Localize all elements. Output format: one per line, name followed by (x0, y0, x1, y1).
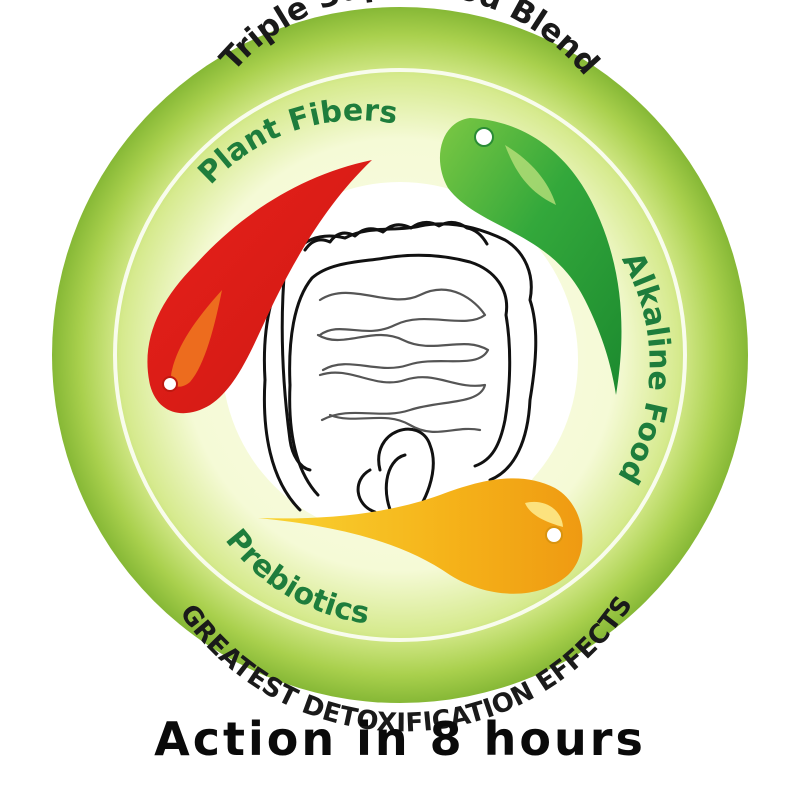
red-drop-icon (147, 160, 372, 414)
green-drop-icon (439, 118, 622, 395)
caption-text: Action in 8 hours (154, 712, 646, 766)
inner-ring-line (113, 68, 687, 642)
yellow-drop-icon (258, 478, 583, 594)
